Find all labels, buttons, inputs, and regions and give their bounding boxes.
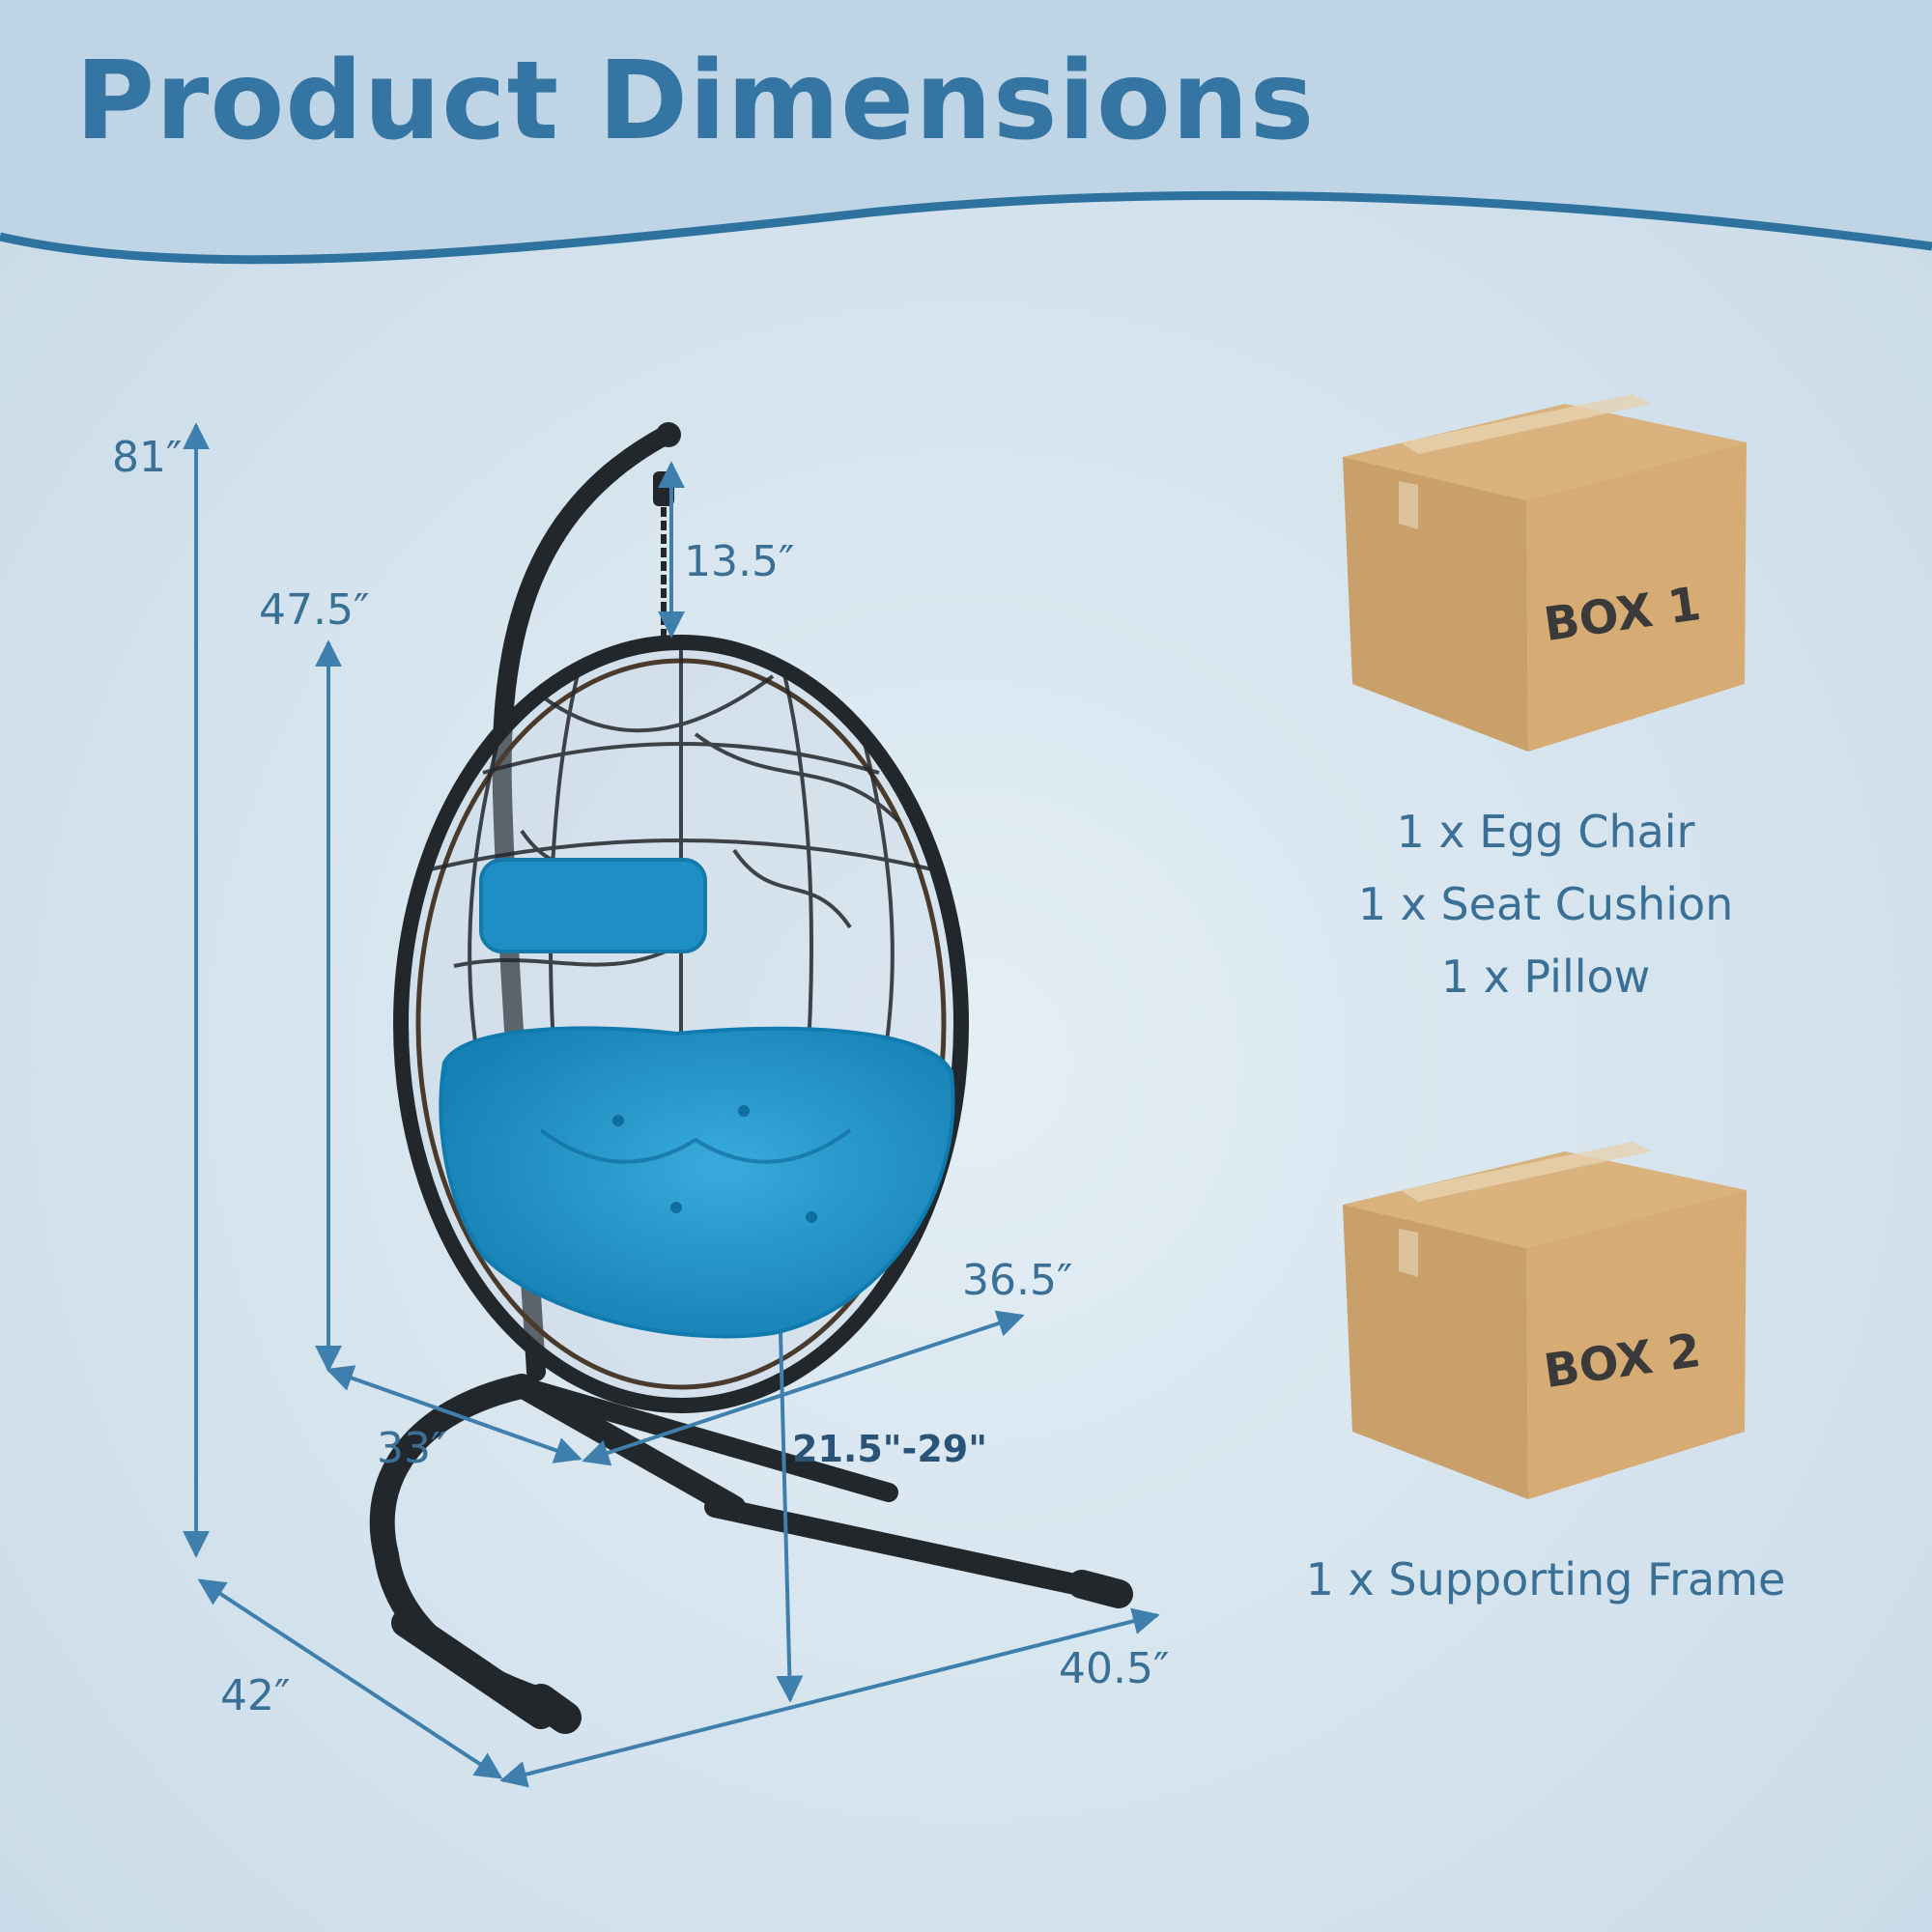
seat-cushion — [439, 1026, 955, 1339]
base-depth-label: 42″ — [220, 1671, 291, 1720]
box-1-contents: 1 x Egg Chair 1 x Seat Cushion 1 x Pillo… — [1314, 796, 1777, 1013]
chair-height-label: 47.5″ — [259, 585, 370, 635]
base-width-line — [499, 1607, 1160, 1788]
base-depth-line — [197, 1578, 503, 1779]
header-wave-line — [0, 190, 1932, 265]
chain-length-label: 13.5″ — [684, 537, 795, 586]
chair-depth-line — [326, 1365, 582, 1463]
content-item: 1 x Seat Cushion — [1357, 878, 1734, 930]
dimension-lines — [183, 422, 1160, 1788]
pillow — [479, 858, 707, 953]
total-height-label: 81″ — [112, 433, 183, 482]
content-item: 1 x Supporting Frame — [1305, 1553, 1786, 1605]
content-item: 1 x Egg Chair — [1396, 806, 1695, 858]
seat-height-label: 21.5"-29" — [792, 1428, 988, 1470]
base-width-label: 40.5″ — [1059, 1644, 1170, 1693]
egg-chair — [393, 635, 969, 1413]
box-2-icon — [1343, 1142, 1747, 1499]
header-band — [0, 0, 1932, 260]
chair-width-line — [582, 1310, 1025, 1466]
stand-base — [369, 1374, 1133, 1734]
box-1-icon — [1343, 394, 1747, 752]
page-title: Product Dimensions — [75, 39, 1316, 164]
chair-depth-label: 33″ — [377, 1424, 447, 1473]
chair-width-label: 36.5″ — [962, 1256, 1073, 1305]
box-2-contents: 1 x Supporting Frame — [1265, 1544, 1826, 1616]
content-item: 1 x Pillow — [1440, 951, 1651, 1003]
